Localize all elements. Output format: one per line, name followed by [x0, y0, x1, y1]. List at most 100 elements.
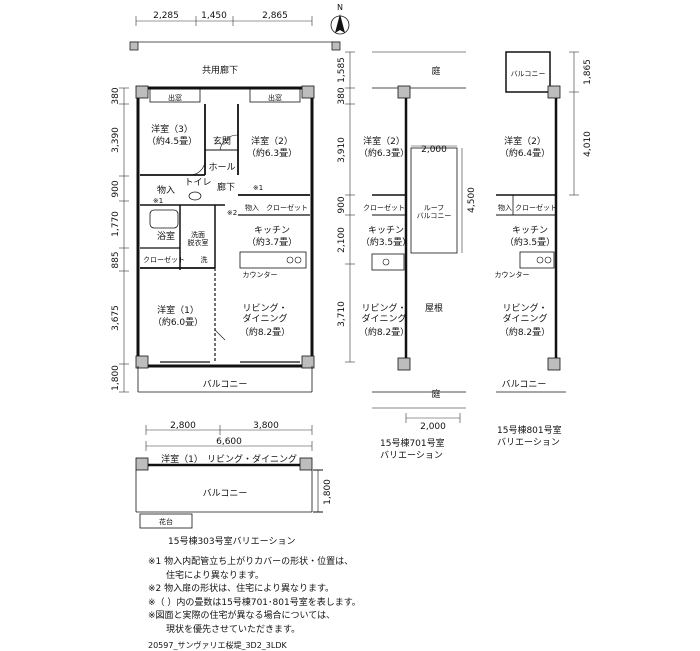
dim-left-5: 885 [111, 251, 121, 268]
v303-living: リビング・ダイニング [207, 453, 297, 465]
v801-room2-name: 洋室（2） [504, 135, 546, 147]
hall-note1: ※1 [253, 184, 263, 192]
storage1-note: ※1 [153, 197, 163, 205]
closet-b-label: クローゼット [143, 255, 185, 264]
toilet-label: トイレ [184, 178, 211, 188]
dim-303-height: 1,800 [323, 479, 333, 505]
v801-kitchen-size: （約3.5畳） [505, 236, 555, 248]
kitchen-size: （約3.7畳） [247, 236, 297, 248]
v701-roof-balcony: ルーフバルコニー [417, 204, 452, 220]
v303-planter: 花台 [159, 517, 173, 526]
room3-name: 洋室（3） [151, 123, 193, 135]
v701-caption: 15号棟701号室 バリエーション [380, 439, 445, 461]
note-line: ※1 物入内配管立ち上がりカバーの形状・位置は、 [148, 557, 354, 567]
dim-701-1: 1,585 [337, 57, 347, 83]
dim-left-1: 380 [111, 87, 121, 104]
v801-closet: クローゼット [515, 203, 557, 212]
v303-walls [135, 457, 323, 529]
bottom-dimension-lines [145, 425, 313, 451]
washroom-label: 洗面脱衣室 [188, 230, 209, 247]
v701-roof: 屋根 [425, 302, 443, 314]
v801-living: リビング・ダイニング [502, 302, 547, 324]
v701-closet: クローゼット [363, 203, 405, 212]
north-compass-icon [330, 14, 350, 35]
v701-garden-top: 庭 [431, 65, 440, 77]
dim-bottom-3: 6,600 [216, 437, 242, 447]
dim-top-1: 2,285 [153, 11, 179, 21]
note-line: ※（ ）内の畳数は15号棟701･801号室を表します。 [148, 597, 361, 608]
dim-701-bottom: 2,000 [420, 422, 446, 432]
corridor-label: 共用廊下 [202, 64, 238, 76]
room2-name: 洋室（2） [251, 135, 293, 147]
dim-left-4: 1,770 [111, 211, 121, 237]
dim-801-1: 1,865 [583, 59, 593, 85]
dim-701-roof-width: 2,000 [421, 145, 447, 155]
storage2-note: ※2 [227, 209, 237, 217]
v801-walls [496, 51, 566, 393]
room3-size: （約4.5畳） [147, 135, 197, 147]
dim-bottom-1: 2,800 [170, 421, 196, 431]
v701-dimension-lines [345, 51, 463, 423]
storage2-label: 物入 [245, 203, 259, 212]
v701-room2-name: 洋室（2） [363, 135, 405, 147]
dim-left-2: 3,390 [111, 127, 121, 153]
room2-size: （約6.3畳） [247, 147, 297, 159]
closet-a-label: クローゼット [266, 203, 308, 212]
kitchen-label: キッチン [254, 225, 290, 236]
v701-kitchen-size: （約3.5畳） [361, 236, 411, 248]
dim-701-4: 900 [337, 196, 347, 213]
v801-caption: 15号棟801号室 バリエーション [497, 426, 562, 448]
living-label: リビング・ダイニング [242, 302, 287, 324]
dim-801-2: 4,010 [583, 131, 593, 157]
v303-caption: 15号棟303号室バリエーション [168, 537, 296, 547]
dim-701-roof-height: 4,500 [467, 187, 477, 213]
genkan-label: 玄関 [213, 135, 231, 147]
dim-left-6: 3,675 [111, 305, 121, 331]
v801-kitchen: キッチン [512, 225, 548, 236]
v303-balcony: バルコニー [203, 488, 248, 499]
dim-left-3: 900 [111, 180, 121, 197]
dim-bottom-2: 3,800 [253, 421, 279, 431]
v701-garden-bottom: 庭 [431, 388, 440, 400]
note-line: ※2 物入扉の形状は、住宅により異なります。 [148, 584, 335, 594]
counter-label: カウンター [243, 270, 278, 279]
v801-balcony-top: バルコニー [511, 70, 546, 78]
v701-walls [371, 51, 466, 409]
balcony-label: バルコニー [203, 379, 248, 390]
v701-living: リビング・ダイニング [361, 302, 406, 324]
left-dimension-line [119, 87, 129, 393]
dim-top-2: 1,450 [201, 11, 227, 21]
bay-window-right-label: 出窓 [268, 93, 282, 102]
v303-room1: 洋室（1） [161, 453, 203, 465]
note-line: ※図面と実際の住宅が異なる場合については、 [148, 611, 336, 621]
dim-top-3: 2,865 [262, 11, 288, 21]
v701-living-size: （約8.2畳） [359, 326, 409, 338]
v801-balcony: バルコニー [502, 379, 547, 390]
room1-size: （約6.0畳） [153, 316, 203, 328]
dim-left-7: 1,800 [111, 365, 121, 391]
hall-label: ホール [208, 162, 235, 173]
note-line: 現状を優先させていただきます。 [148, 624, 301, 635]
dim-701-5: 2,100 [337, 227, 347, 253]
v701-room2-size: （約6.3畳） [359, 147, 409, 159]
v801-living-size: （約8.2畳） [500, 326, 550, 338]
note-line: 住宅により異なります。 [148, 570, 264, 581]
compass-label: N [337, 3, 343, 12]
bath-label: 浴室 [157, 230, 175, 242]
hallway-label: 廊下 [217, 181, 235, 193]
v801-counter: カウンター [495, 270, 530, 279]
drawing-code: 20597_サンヴァリエ桜堤_3D2_3LDK [148, 641, 287, 650]
main-plan-walls [135, 85, 315, 393]
top-dimension-line [135, 16, 313, 26]
v801-dimension-lines [569, 51, 579, 196]
notes-block: ※1 物入内配管立ち上がりカバーの形状・位置は、 住宅により異なります。 ※2 … [148, 556, 568, 637]
storage1-label: 物入 [157, 184, 175, 196]
wash-label: 洗 [201, 255, 208, 264]
v701-kitchen: キッチン [368, 225, 404, 236]
corridor-edge [129, 41, 341, 51]
dim-701-2: 380 [337, 87, 347, 104]
v801-storage: 物入 [498, 203, 512, 212]
living-size: （約8.2畳） [240, 326, 290, 338]
v801-room2-size: （約6.4畳） [500, 147, 550, 159]
